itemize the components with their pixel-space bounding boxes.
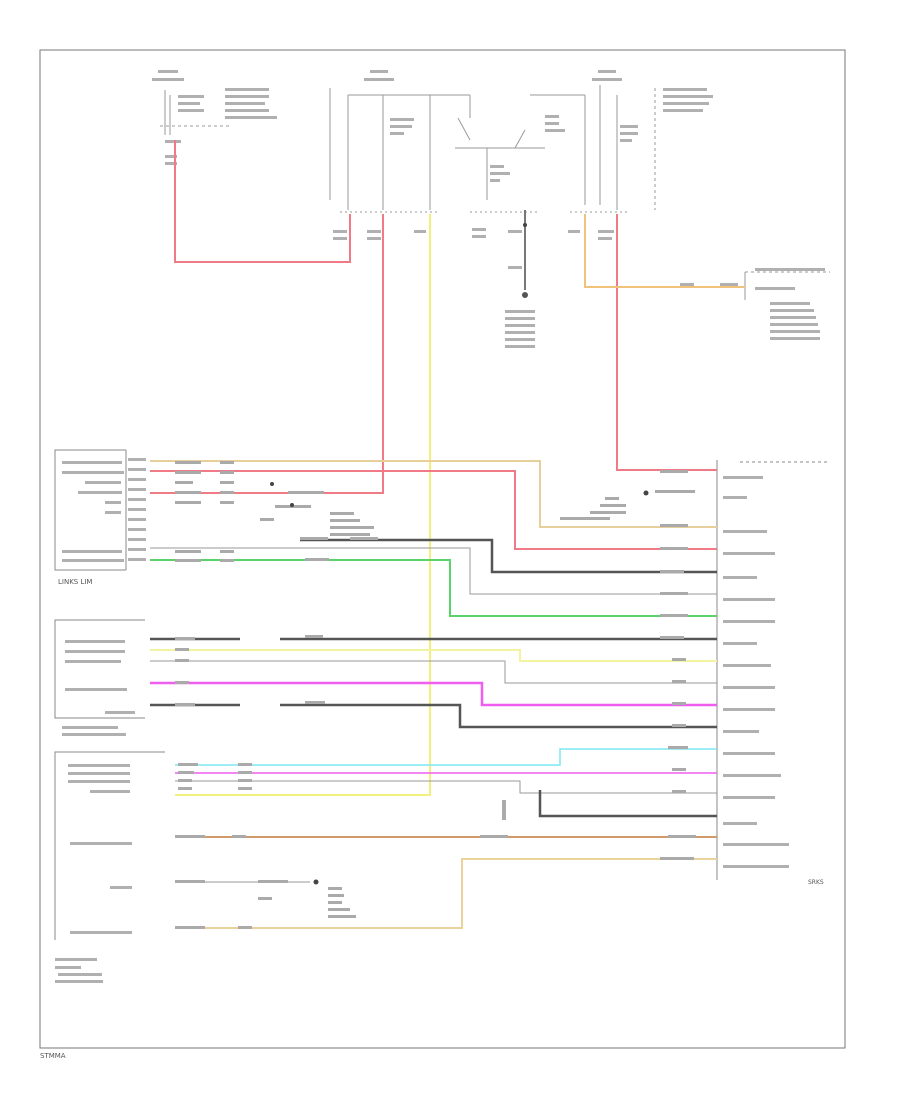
wire-pink-1 <box>150 470 717 550</box>
connector-labels <box>55 458 789 983</box>
connector-boxes <box>54 449 830 940</box>
wire-lt-yellow-1 <box>150 649 717 662</box>
splice-dots <box>270 223 649 885</box>
page-border <box>39 49 846 1049</box>
wire-dark-4 <box>538 790 717 818</box>
wire-dark-3b <box>280 703 717 729</box>
wire-grey-2 <box>150 660 717 684</box>
illegible-labels <box>152 70 825 348</box>
wire-tan-1 <box>150 460 717 528</box>
wire-magenta-1 <box>150 681 717 707</box>
wires <box>150 140 745 929</box>
wire-red-top-left <box>174 140 351 263</box>
wire-orange-right <box>584 214 745 288</box>
wire-tags <box>175 461 696 929</box>
wire-yellow-main <box>175 214 431 796</box>
wire-lt-1 <box>150 547 717 595</box>
top-sources <box>160 85 830 300</box>
wire-grey-3 <box>175 780 717 794</box>
right-code: SRKS <box>808 879 824 886</box>
wire-red-center <box>150 214 384 494</box>
ground-symbol-icon <box>522 292 528 298</box>
left-connector-caption: LINKS LIM <box>58 578 92 586</box>
bottom-left-code: STMMA <box>40 1052 66 1060</box>
wire-green-1 <box>150 559 717 617</box>
wire-red-right <box>616 214 717 471</box>
wire-cyan-1 <box>175 748 717 766</box>
wire-beige-1 <box>175 858 717 929</box>
wire-dark-1 <box>300 538 717 574</box>
